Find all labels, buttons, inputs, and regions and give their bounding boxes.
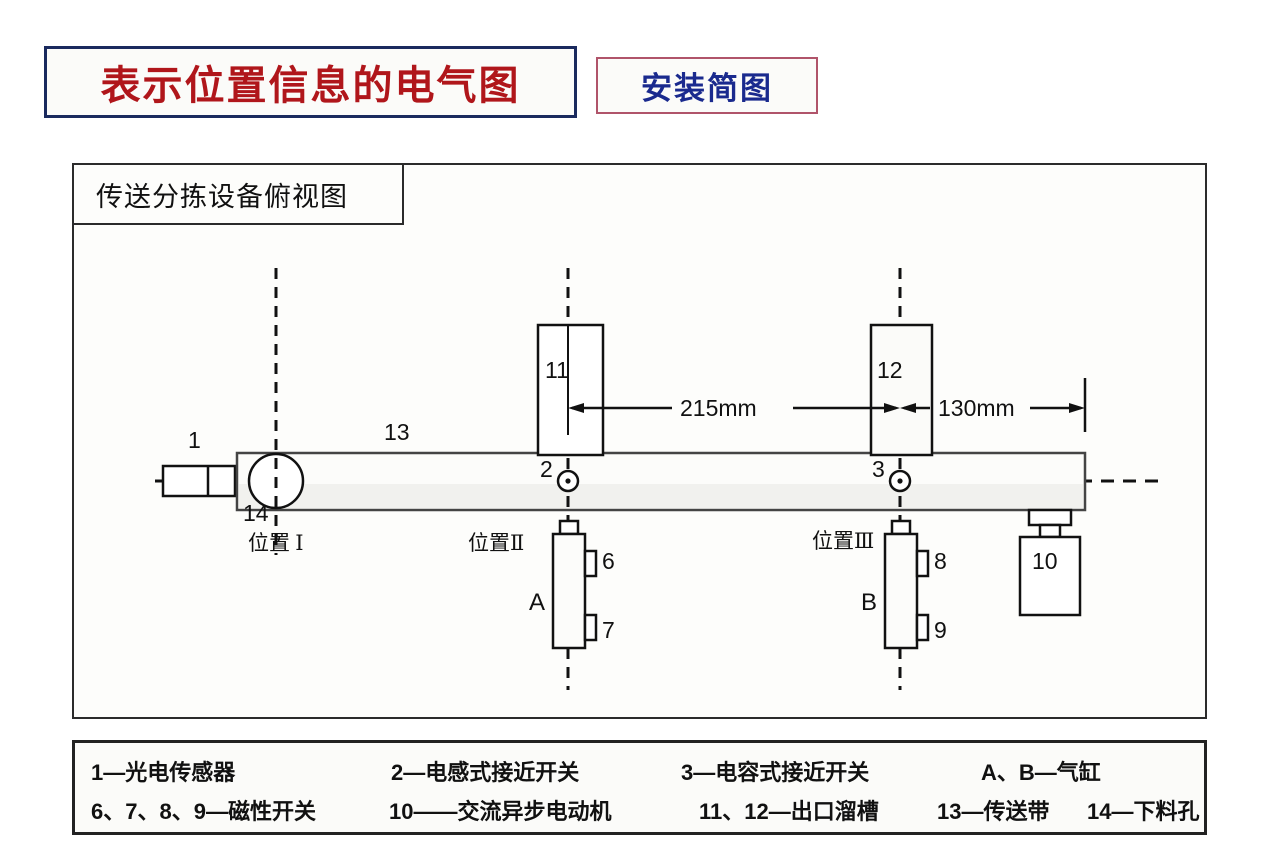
legend-item-3: 3—电容式接近开关 (681, 759, 870, 785)
dim-215-label: 215mm (680, 395, 757, 421)
callout-14-label: 14 (243, 500, 269, 526)
callout-3-label: 3 (872, 456, 885, 482)
legend-item-6: 10——交流异步电动机 (389, 798, 612, 824)
callout-1-label: 1 (188, 427, 201, 453)
legend-item-8: 13—传送带 (937, 798, 1050, 824)
position-2-label: 位置Ⅱ (468, 531, 525, 555)
diagram-frame (72, 163, 1207, 719)
callout-11-label: 11 (545, 357, 569, 383)
legend-row-1: 1—光电传感器 2—电感式接近开关 3—电容式接近开关 A、B—气缸 (75, 751, 1204, 790)
legend-item-1: 1—光电传感器 (91, 759, 236, 785)
legend-row-2: 6、7、8、9—磁性开关 10——交流异步电动机 11、12—出口溜槽 13—传… (75, 790, 1204, 829)
sub-title-box: 安装简图 (596, 57, 818, 114)
legend-item-7: 11、12—出口溜槽 (699, 798, 879, 824)
callout-2-label: 2 (540, 456, 553, 482)
main-title-text: 表示位置信息的电气图 (100, 63, 521, 108)
legend-item-4: A、B—气缸 (981, 759, 1101, 785)
callout-B-label: B (861, 589, 878, 616)
legend-item-2: 2—电感式接近开关 (391, 759, 580, 785)
legend-item-5: 6、7、8、9—磁性开关 (91, 798, 316, 824)
position-1-label: 位置 Ⅰ (248, 531, 304, 555)
callout-10-label: 10 (1032, 548, 1058, 574)
callout-9-label: 9 (934, 617, 947, 643)
position-3-label: 位置Ⅲ (812, 529, 875, 553)
callout-8-label: 8 (934, 548, 947, 574)
diagram-title-box: 传送分拣设备俯视图 (72, 163, 404, 225)
legend-box: 1—光电传感器 2—电感式接近开关 3—电容式接近开关 A、B—气缸 6、7、8… (72, 740, 1207, 835)
legend-item-9: 14—下料孔 (1087, 798, 1200, 824)
main-title-box: 表示位置信息的电气图 (44, 46, 577, 118)
callout-6-label: 6 (602, 548, 615, 574)
callout-A-label: A (529, 589, 546, 616)
callout-7-label: 7 (602, 617, 615, 643)
sub-title-text: 安装简图 (641, 71, 773, 106)
callout-12-label: 12 (877, 357, 903, 383)
callout-13-label: 13 (384, 419, 410, 445)
diagram-title-text: 传送分拣设备俯视图 (96, 181, 348, 212)
dim-130-label: 130mm (938, 395, 1015, 421)
